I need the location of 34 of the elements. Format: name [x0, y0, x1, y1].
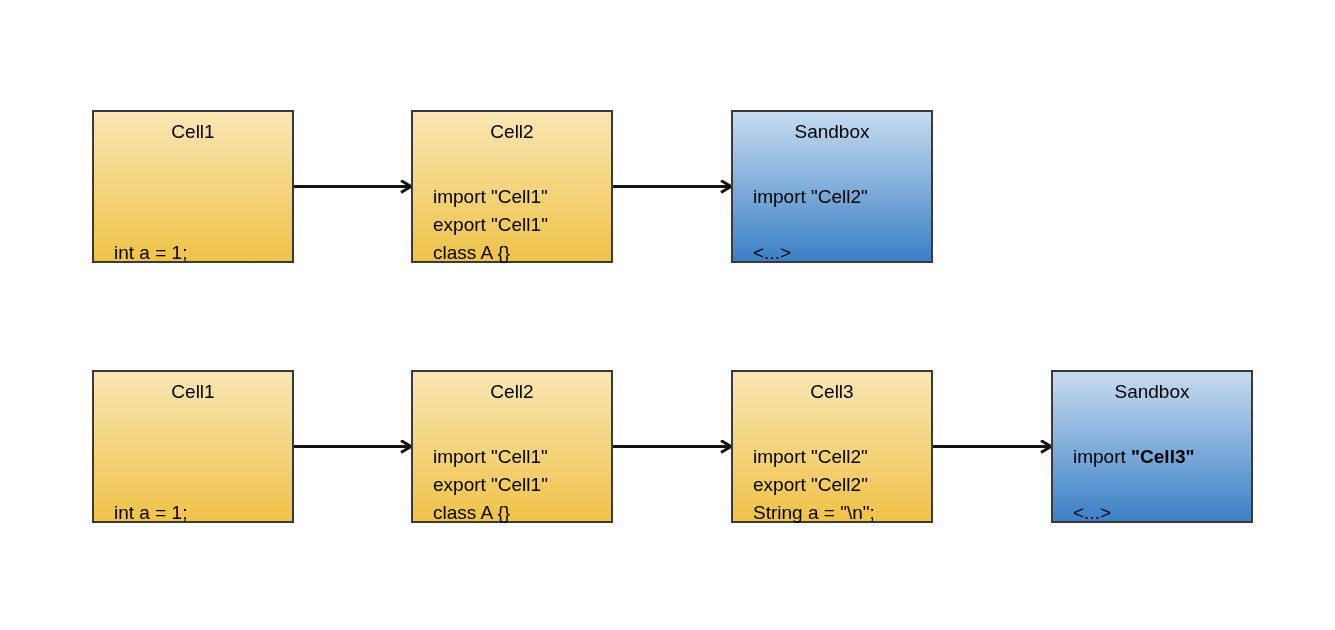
arrow: [294, 179, 413, 194]
box-title: Cell2: [489, 121, 535, 143]
cell-box: [92, 370, 294, 523]
cell-box: [92, 110, 294, 263]
code-line: String a = "\n";: [753, 502, 875, 524]
arrow: [294, 439, 413, 454]
sandbox-box: [1051, 370, 1253, 523]
code-line: import "Cell2": [753, 186, 868, 208]
code-line: import "Cell2": [753, 446, 868, 468]
code-line: import "Cell1": [433, 446, 548, 468]
arrow: [613, 439, 733, 454]
cell-box: [411, 110, 613, 263]
box-title: Cell2: [489, 381, 535, 403]
code-line: import "Cell3": [1073, 446, 1195, 468]
code-line: int a = 1;: [114, 502, 188, 524]
box-title: Cell1: [170, 121, 216, 143]
cell-box: [411, 370, 613, 523]
code-line: export "Cell2": [753, 474, 868, 496]
code-line: int a = 1;: [114, 242, 188, 264]
code-line: class A {}: [433, 242, 511, 264]
code-line: export "Cell1": [433, 214, 548, 236]
cell-box: [731, 370, 933, 523]
arrow: [933, 439, 1053, 454]
arrow: [613, 179, 733, 194]
box-title: Sandbox: [793, 121, 871, 143]
box-title: Cell1: [170, 381, 216, 403]
code-line: <...>: [753, 242, 792, 264]
code-line: class A {}: [433, 502, 511, 524]
box-title: Sandbox: [1113, 381, 1191, 403]
box-title: Cell3: [809, 381, 855, 403]
code-line: <...>: [1073, 502, 1112, 524]
sandbox-box: [731, 110, 933, 263]
code-line: export "Cell1": [433, 474, 548, 496]
code-line: import "Cell1": [433, 186, 548, 208]
